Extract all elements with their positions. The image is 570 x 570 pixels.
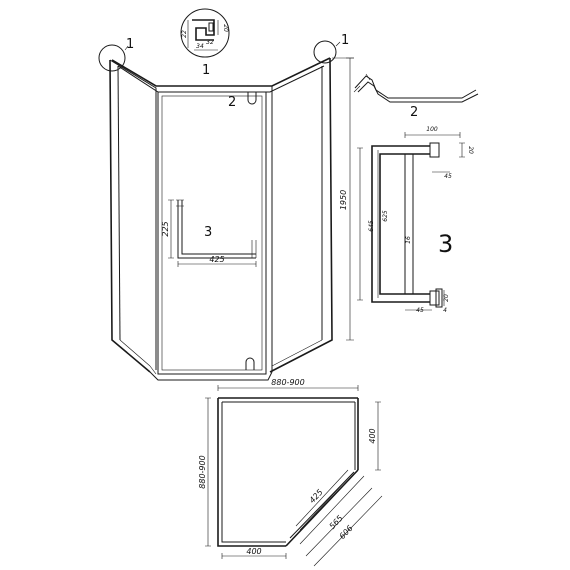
handle-detail-width: 100: [426, 126, 438, 133]
handle-length-dimension: 425: [209, 255, 224, 264]
handle-detail-45-top: 45: [444, 173, 452, 180]
handle-detail-625: 625: [382, 210, 389, 222]
callout-handle: 3: [204, 225, 212, 240]
callout-handle-detail: 3: [438, 230, 453, 258]
plan-diag-handle-dimension: 425: [308, 488, 325, 505]
handle-detail: 100 20 45 645 625 16 45 20 4 3: [357, 126, 474, 314]
handle-detail-4: 4: [443, 307, 447, 314]
handle-detail-20-bottom: 20: [443, 294, 450, 302]
hinge-detail: 2: [353, 73, 479, 120]
handle-detail-45-bottom: 45: [416, 307, 424, 314]
profile-dim-32: 32: [206, 39, 214, 46]
profile-dim-34: 34: [196, 43, 204, 50]
profile-detail: 22 20 34 32: [180, 8, 230, 58]
front-elevation: 1950 225 425 1 1 1 2 3: [98, 33, 354, 381]
plan-right-side-dimension: 400: [368, 428, 377, 443]
profile-dim-22: 22: [181, 30, 188, 38]
plan-diag-door-dimension: 565: [328, 514, 345, 531]
plan-width-dimension: 880-900: [271, 378, 304, 387]
callout-hinge-detail: 2: [410, 105, 418, 120]
callout-profile-left: 1: [126, 37, 134, 52]
handle-height-dimension: 225: [161, 221, 170, 236]
height-dimension: 1950: [339, 190, 348, 210]
callout-profile-top: 1: [202, 63, 210, 78]
plan-diag-total-dimension: 606: [338, 524, 355, 541]
plan-depth-dimension: 880-900: [198, 455, 207, 488]
plan-bottom-side-dimension: 400: [246, 547, 261, 556]
callout-hinge: 2: [228, 95, 236, 110]
handle-detail-645: 645: [368, 220, 375, 232]
handle-detail-16: 16: [405, 236, 412, 244]
handle-detail-20-top: 20: [467, 146, 474, 154]
profile-dim-20: 20: [222, 24, 229, 32]
callout-profile-right: 1: [341, 33, 349, 48]
plan-view: 880-900 880-900 400 400 425 565 606: [198, 378, 383, 567]
